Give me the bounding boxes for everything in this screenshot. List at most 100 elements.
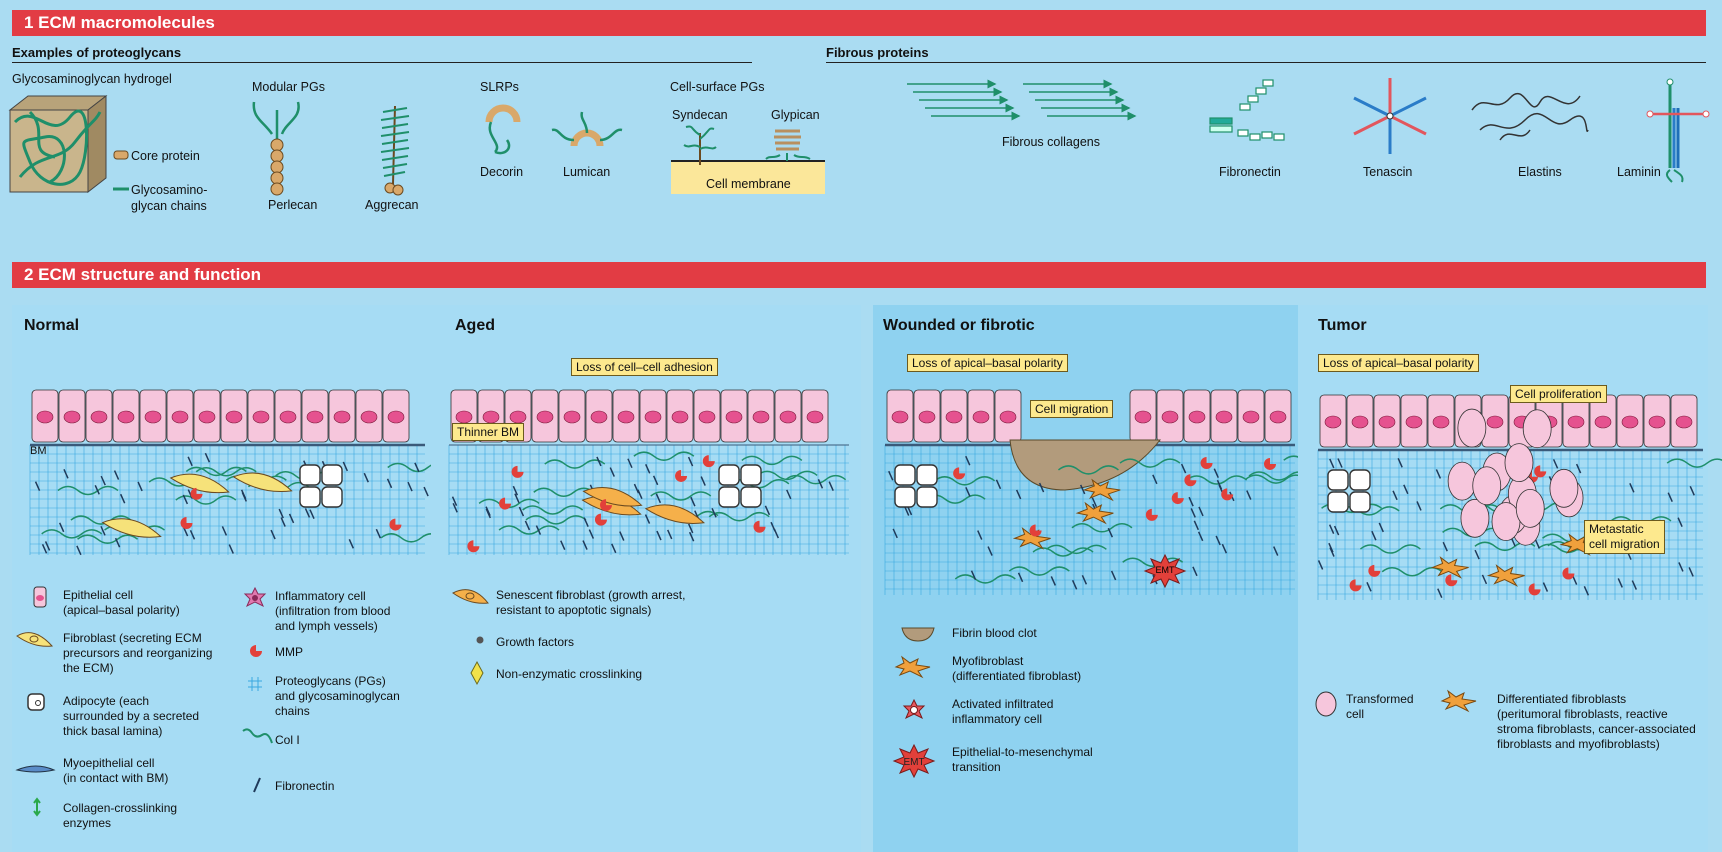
fibronectin-mark bbox=[700, 476, 706, 486]
fibronectin-mark bbox=[524, 520, 531, 531]
transformed-cell bbox=[1522, 409, 1552, 449]
epithelial-nucleus bbox=[144, 410, 162, 424]
fibronectin-mark bbox=[1371, 530, 1377, 541]
fibronectin-mark bbox=[63, 469, 69, 479]
wounded-tissue-illustration: EMT bbox=[884, 389, 1345, 595]
transformed-cell bbox=[1457, 408, 1487, 448]
fibronectin-mark bbox=[1435, 469, 1442, 479]
fibronectin-mark bbox=[1079, 484, 1086, 495]
legend-epithelial-icon bbox=[33, 586, 47, 608]
fibroblast bbox=[169, 473, 230, 494]
fibronectin-mark bbox=[687, 456, 694, 467]
decorin-label: Decorin bbox=[480, 165, 524, 179]
epithelial-nucleus bbox=[225, 410, 243, 424]
tumor-callout-polarity: Loss of apical–basal polarity bbox=[1318, 354, 1479, 372]
fibronectin-mark bbox=[770, 521, 776, 532]
fibronectin-mark bbox=[119, 493, 126, 504]
legend-line: (peritumoral fibroblasts, reactive bbox=[1497, 707, 1668, 721]
legend-pg-icon bbox=[248, 677, 262, 691]
collagen-fibre bbox=[1122, 557, 1184, 567]
epithelial-nucleus bbox=[171, 410, 189, 424]
epithelial-nucleus bbox=[1215, 410, 1233, 424]
fibronectin-mark bbox=[688, 523, 694, 534]
legend-line: Growth factors bbox=[496, 635, 575, 649]
gag-hydrogel-label: Glycosaminoglycan hydrogel bbox=[12, 72, 172, 86]
fibronectin-mark bbox=[637, 489, 643, 499]
transformed-cell bbox=[1491, 502, 1521, 541]
epithelial-nucleus bbox=[891, 410, 909, 424]
collagen-fibre bbox=[785, 474, 847, 485]
fibronectin-mark bbox=[1221, 543, 1228, 554]
epithelial-nucleus bbox=[387, 410, 405, 424]
legend-fn-icon bbox=[253, 777, 261, 793]
fibronectin-mark bbox=[633, 483, 640, 494]
fibronectin-mark bbox=[583, 517, 589, 527]
epithelial-nucleus bbox=[1675, 415, 1693, 429]
core-protein-swatch-icon bbox=[113, 150, 129, 160]
fibroblast bbox=[232, 472, 293, 492]
epithelial-nucleus bbox=[1161, 410, 1179, 424]
fibronectin-mark bbox=[1542, 582, 1549, 592]
fibronectin-mark bbox=[1071, 579, 1078, 590]
fibronectin-mark bbox=[1215, 535, 1221, 546]
adipocyte bbox=[321, 486, 343, 508]
collagen-fibre bbox=[1245, 474, 1307, 484]
epithelial-nucleus bbox=[117, 410, 135, 424]
tumor-tissue-illustration bbox=[1317, 394, 1722, 600]
fibrin-clot bbox=[1009, 439, 1162, 491]
legend-line: cell bbox=[1346, 707, 1365, 721]
epithelial-nucleus bbox=[360, 410, 378, 424]
legend-line: Differentiated fibroblasts bbox=[1497, 692, 1627, 706]
fibronectin-mark bbox=[1152, 474, 1158, 485]
epithelial-nucleus bbox=[1134, 410, 1152, 424]
fibronectin-mark bbox=[1474, 549, 1480, 560]
cell-membrane-label: Cell membrane bbox=[706, 177, 791, 191]
epithelial-nucleus bbox=[36, 410, 54, 424]
fibronectin-mark bbox=[44, 541, 51, 551]
fibronectin-mark bbox=[414, 462, 420, 473]
legend-line: MMP bbox=[275, 645, 303, 659]
elastins-label: Elastins bbox=[1518, 165, 1562, 179]
epithelial-nucleus bbox=[1269, 410, 1287, 424]
fibronectin-mark bbox=[1317, 560, 1324, 570]
aged-callout-adhesion: Loss of cell–cell adhesion bbox=[571, 358, 718, 376]
fibronectin-mark bbox=[348, 539, 354, 549]
legend-normal-0: Epithelial cell(apical–basal polarity) bbox=[63, 588, 180, 618]
fibronectin-icon bbox=[1209, 79, 1285, 141]
fibronectin-mark bbox=[987, 546, 993, 556]
legend-line: stroma fibroblasts, cancer-associated bbox=[1497, 722, 1696, 736]
fibronectin-mark bbox=[241, 492, 247, 502]
transformed-cell bbox=[1504, 443, 1534, 483]
epithelial-nucleus bbox=[455, 410, 473, 424]
legend-line: Myoepithelial cell bbox=[63, 756, 155, 770]
legend-nonenz-icon bbox=[470, 660, 484, 686]
fibronectin-mark bbox=[1416, 501, 1422, 511]
wounded-callout-migration: Cell migration bbox=[1030, 400, 1114, 418]
mmp-mark bbox=[1528, 583, 1541, 596]
epithelial-nucleus bbox=[63, 410, 81, 424]
legend-line: Transformed bbox=[1346, 692, 1414, 706]
fibronectin-mark bbox=[1397, 458, 1403, 468]
fibronectin-mark bbox=[288, 513, 295, 524]
legend-normal-8: Col I bbox=[275, 733, 300, 748]
aged-callout-thinner-bm: Thinner BM bbox=[452, 423, 525, 441]
epithelial-nucleus bbox=[1324, 415, 1342, 429]
fibrous-collagens-label: Fibrous collagens bbox=[1002, 135, 1100, 149]
adipocyte bbox=[740, 464, 762, 486]
aggrecan-icon bbox=[380, 105, 410, 196]
epithelial-nucleus bbox=[806, 410, 824, 424]
fibronectin-mark bbox=[1190, 508, 1196, 518]
decorin-icon bbox=[485, 104, 521, 155]
fibronectin-mark bbox=[619, 531, 625, 541]
mmp-mark bbox=[953, 467, 966, 480]
fibronectin-mark bbox=[1091, 497, 1098, 508]
fibronectin-mark bbox=[627, 458, 633, 469]
fibronectin-mark bbox=[1038, 482, 1045, 493]
fibronectin-mark bbox=[451, 496, 458, 506]
epithelial-nucleus bbox=[1378, 415, 1396, 429]
adipocyte bbox=[321, 464, 343, 486]
legend-tumor-1: Differentiated fibroblasts(peritumoral f… bbox=[1497, 692, 1696, 752]
collagen-fibre bbox=[1057, 465, 1119, 475]
